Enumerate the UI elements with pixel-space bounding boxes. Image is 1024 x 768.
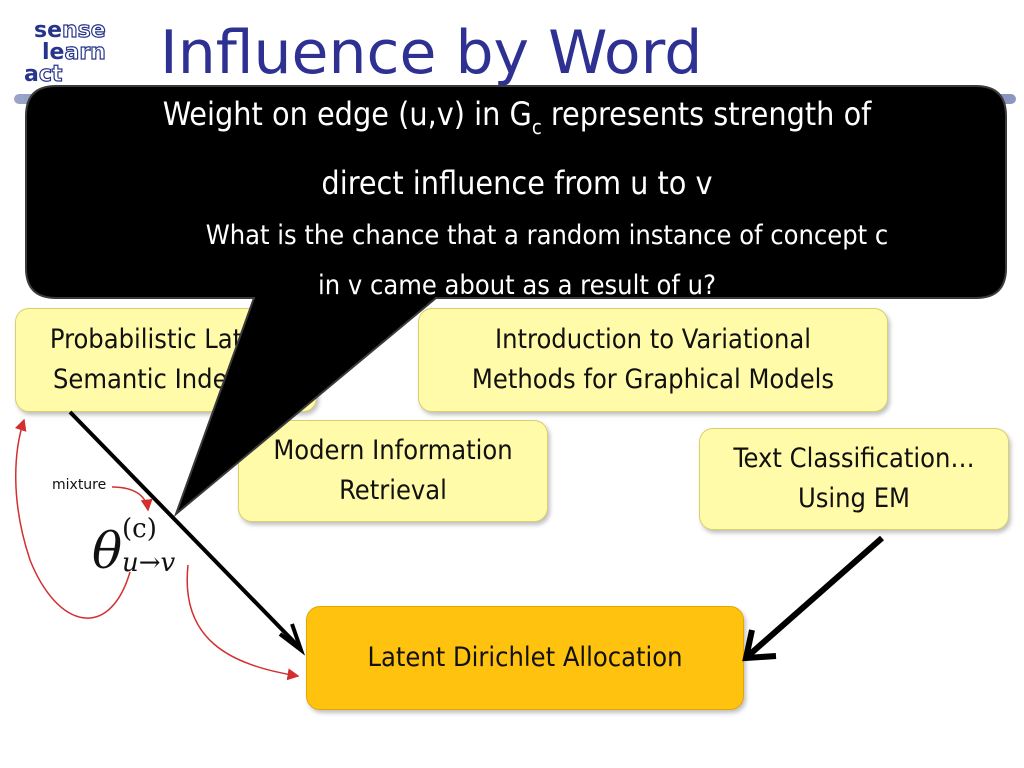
node-variational-methods: Introduction to Variational Methods for … — [418, 308, 888, 412]
node-text-classification: Text Classification… Using EM — [699, 428, 1009, 530]
theta-subscript: u→v — [122, 548, 176, 578]
loop-arrow-left — [14, 418, 131, 619]
mixture-arrow — [111, 486, 153, 512]
callout-line-1: Weight on edge (u,v) in Gc represents st… — [162, 95, 872, 139]
logo-line-2: learn — [42, 40, 106, 65]
logo-line-3: act — [24, 62, 63, 87]
edge-textclass-to-lda — [746, 535, 884, 659]
theta-formula: θ (c) u→v — [92, 512, 222, 582]
node-lda: Latent Dirichlet Allocation — [306, 606, 744, 710]
formula-to-lda-arrow — [186, 564, 300, 681]
callout-line-4: in v came about as a result of u? — [318, 270, 716, 301]
logo-line-1: sense — [34, 18, 106, 43]
edge-plsi-to-lda-head — [278, 623, 306, 656]
callout-line-3: What is the chance that a random instanc… — [205, 220, 889, 251]
theta-superscript: (c) — [122, 514, 157, 544]
callout-line-2: direct influence from u to v — [321, 164, 713, 202]
theta-symbol: θ — [92, 522, 123, 580]
slide-title: Influence by Word — [160, 18, 703, 88]
node-modern-ir: Modern Information Retrieval — [238, 420, 548, 522]
sense-learn-act-logo: sense learn act — [22, 18, 122, 90]
edge-plsi-to-lda — [68, 410, 302, 650]
mixture-label: mixture — [52, 477, 107, 493]
callout-text: Weight on edge (u,v) in Gc represents st… — [28, 86, 1006, 311]
edge-textclass-to-lda-head — [742, 629, 777, 662]
